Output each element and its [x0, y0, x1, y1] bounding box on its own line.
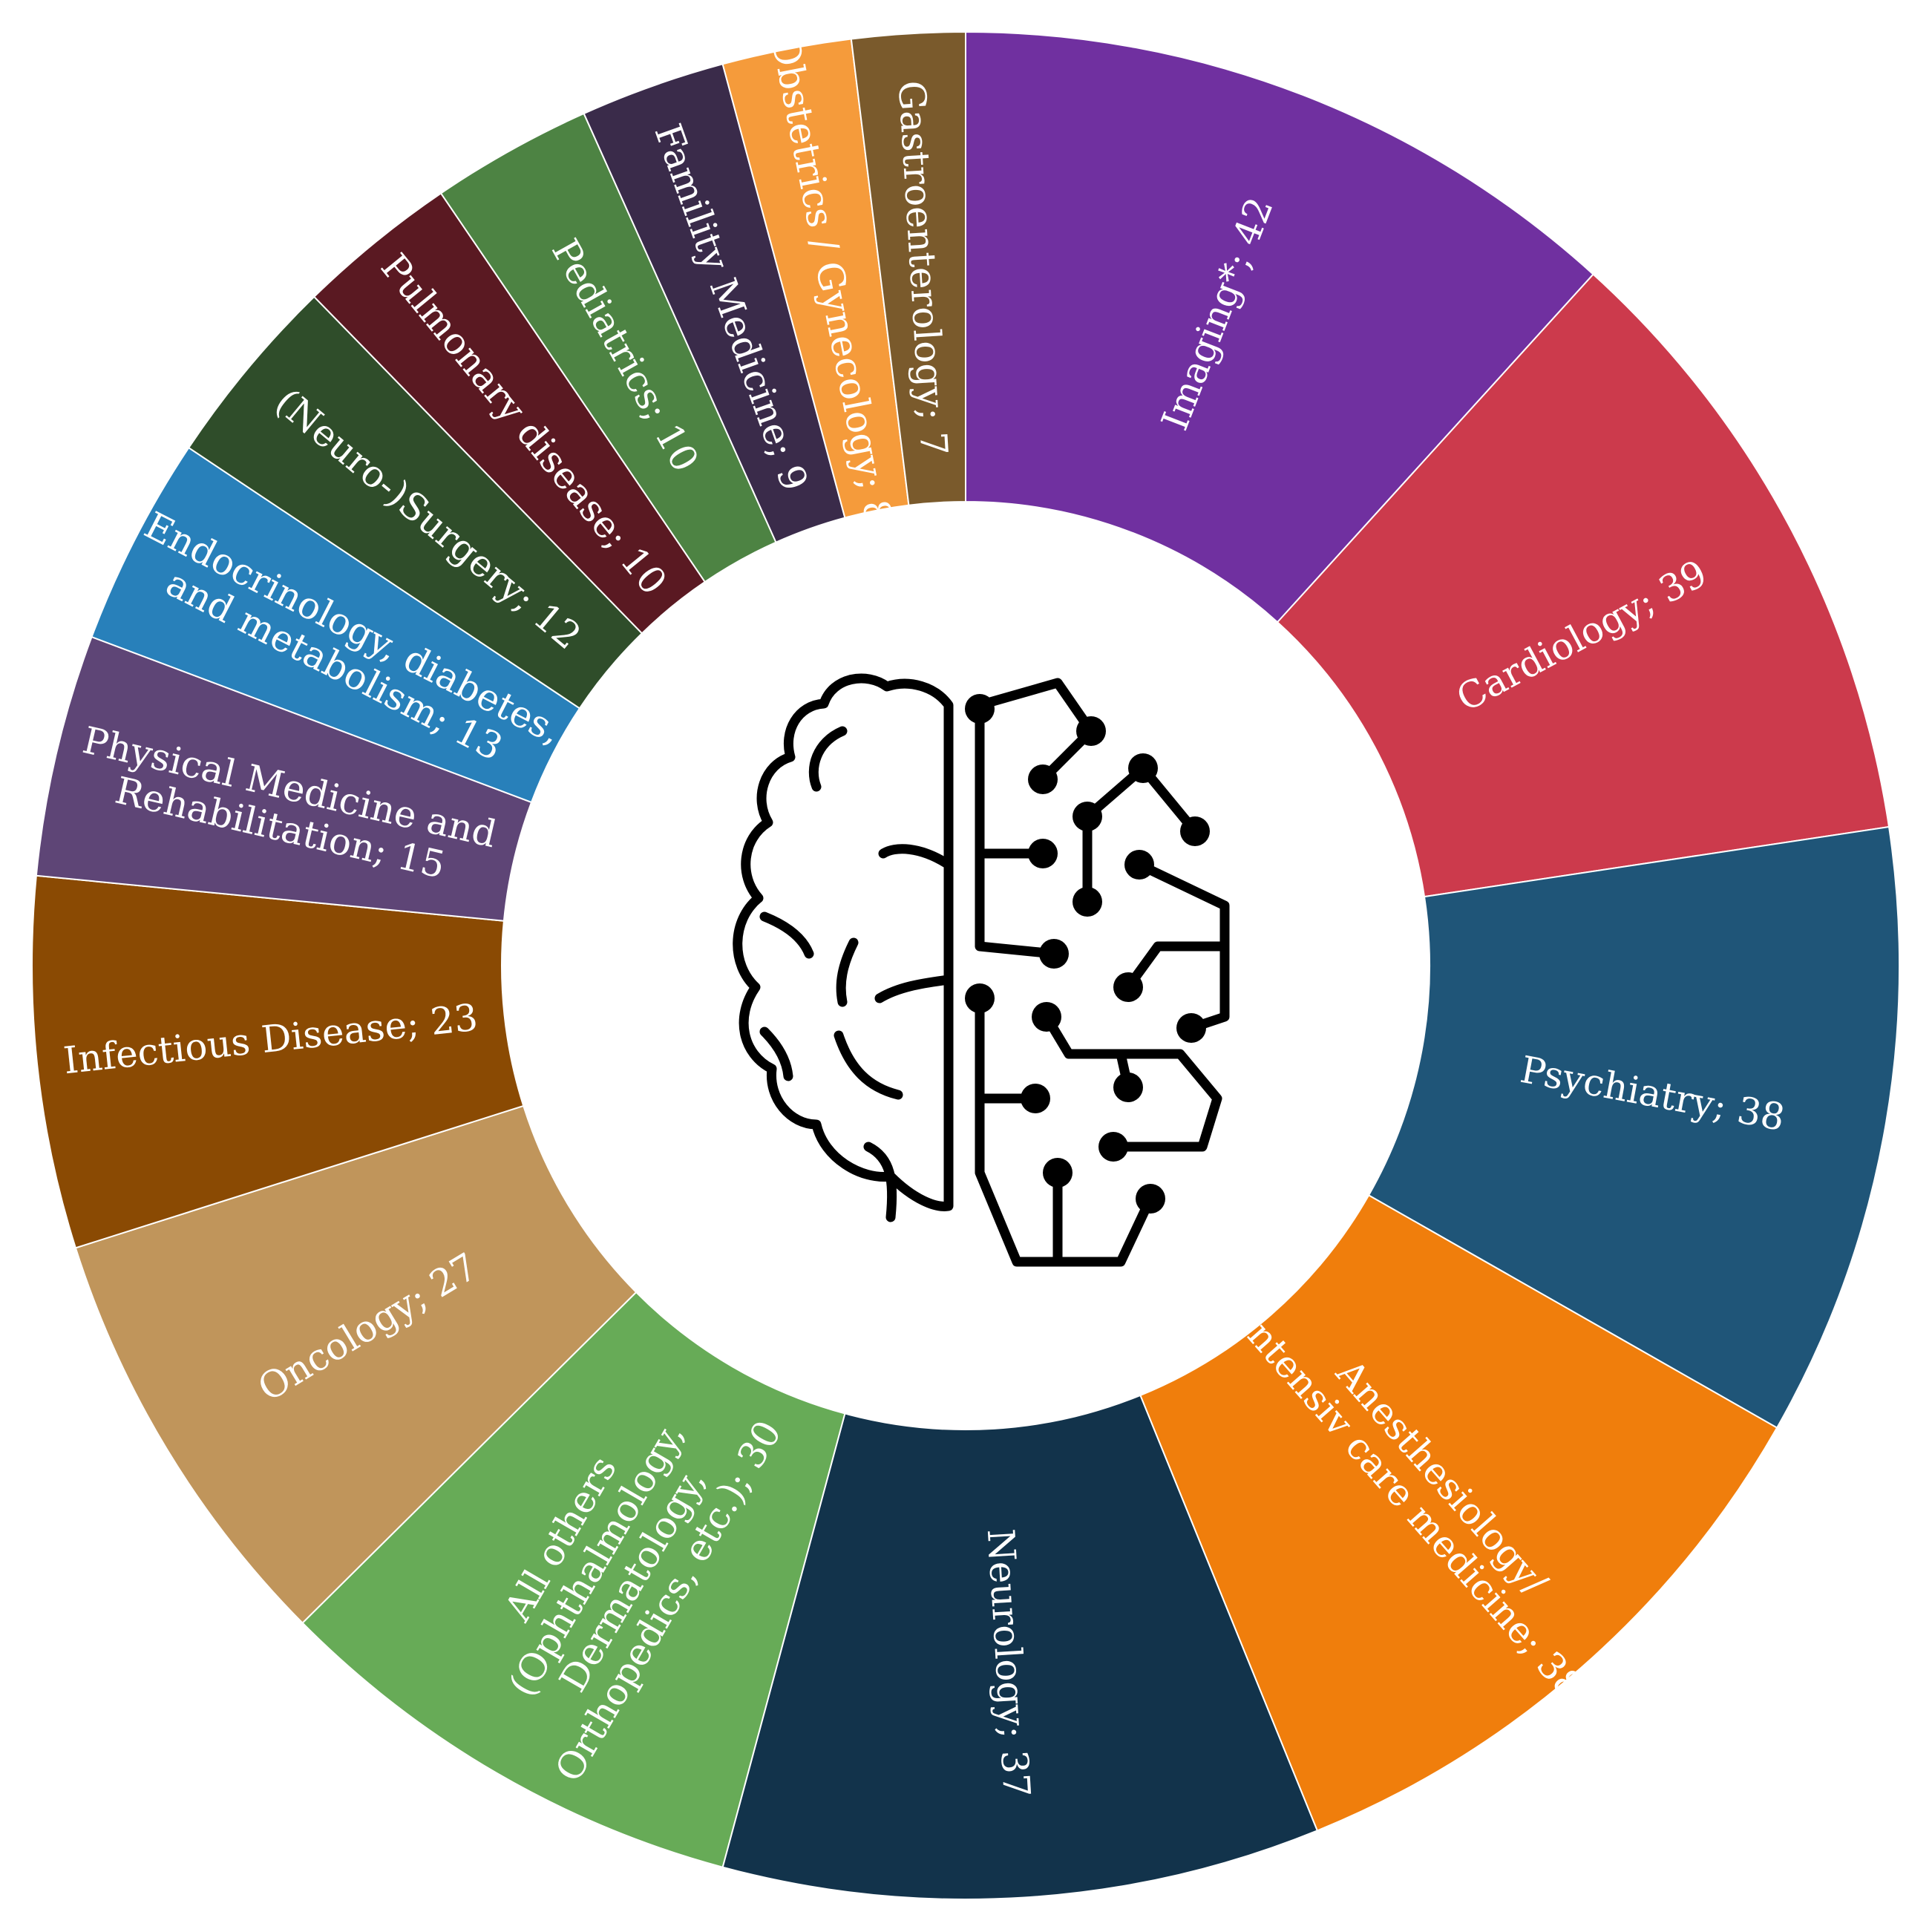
donut-slices [31, 30, 1900, 1900]
donut-slice-4 [721, 1394, 1319, 1900]
brain-circuit-icon [733, 673, 1230, 1267]
donut-slice-6 [74, 1104, 638, 1625]
donut-hole [502, 502, 1430, 1430]
